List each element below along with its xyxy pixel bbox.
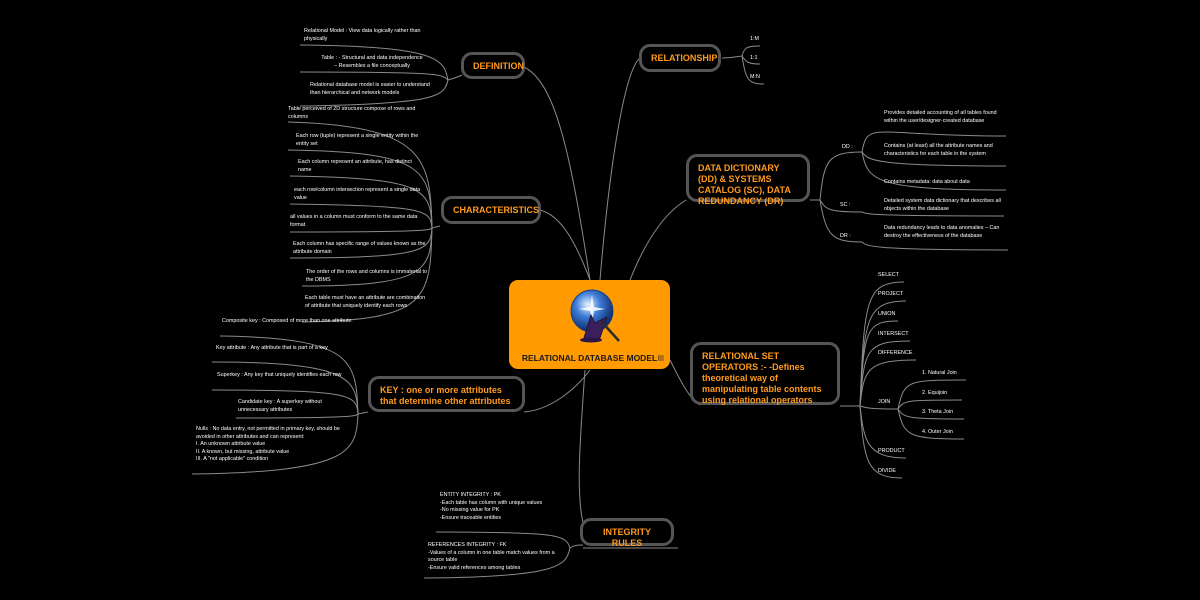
set-op-item[interactable]: DIFFERENCE <box>878 350 913 356</box>
set-op-item[interactable]: INTERSECT <box>878 331 909 337</box>
note-icon[interactable]: ▤ <box>657 355 664 362</box>
topic-characteristics[interactable]: CHARACTERISTICS <box>441 196 541 224</box>
set-op-item[interactable]: UNION <box>878 311 896 317</box>
sc-label: SC : <box>840 202 851 208</box>
set-op-item[interactable]: SELECT <box>878 272 899 278</box>
characteristics-item[interactable]: Each column has specific range of values… <box>293 241 426 255</box>
topic-definition[interactable]: DEFINITION <box>461 52 525 79</box>
key-item[interactable]: Superkey : Any key that uniquely identif… <box>217 372 342 378</box>
topic-key[interactable]: KEY : one or more attributes that determ… <box>368 376 525 412</box>
integrity-item[interactable]: REFERENCES INTEGRITY : FK -Values of a c… <box>428 542 555 571</box>
integrity-item[interactable]: ENTITY INTEGRITY : PK -Each table has co… <box>440 492 543 521</box>
dr-label: DR : <box>840 233 851 239</box>
characteristics-item[interactable]: all values in a column must conform to t… <box>290 214 418 228</box>
characteristics-item[interactable]: Table perceived of 2D structure compose … <box>288 106 416 120</box>
join-item[interactable]: 2. Equijoin <box>922 390 948 396</box>
root-title: RELATIONAL DATABASE MODEL <box>521 353 658 363</box>
dd-item[interactable]: Contains (at least) all the attribute na… <box>884 143 993 157</box>
definition-item[interactable]: Relational database model is easier to u… <box>310 82 430 96</box>
sc-item[interactable]: Detailed system data dictionary that des… <box>884 198 1001 212</box>
characteristics-item[interactable]: Each column represent an attribute, has … <box>298 159 412 173</box>
join-item[interactable]: 1. Natural Join <box>922 370 957 376</box>
characteristics-item[interactable]: each row/column intersection represent a… <box>294 187 421 201</box>
key-item[interactable]: Composite key : Composed of more than on… <box>222 318 352 324</box>
topic-integrity-rules[interactable]: INTEGRITY RULES <box>580 518 674 548</box>
relationship-item[interactable]: 1:1 <box>750 55 758 61</box>
topic-data-dictionary[interactable]: DATA DICTIONARY (DD) & SYSTEMS CATALOG (… <box>686 154 810 206</box>
set-op-item[interactable]: DIVIDE <box>878 468 896 474</box>
root-topic[interactable]: RELATIONAL DATABASE MODEL ▤ <box>509 280 670 369</box>
key-item[interactable]: Candidate key : A superkey without unnec… <box>238 399 322 413</box>
relationship-item[interactable]: M:N <box>750 74 760 80</box>
characteristics-item[interactable]: The order of the rows and columns is imm… <box>306 269 428 283</box>
key-item[interactable]: Nulls : No data entry, not permitted in … <box>196 426 340 463</box>
set-op-item[interactable]: JOIN <box>878 399 891 405</box>
characteristics-item[interactable]: Each table must have an attribute are co… <box>305 295 426 309</box>
characteristics-item[interactable]: Each row (tuple) represent a single enti… <box>296 133 419 147</box>
set-op-item[interactable]: PROJECT <box>878 291 904 297</box>
key-item[interactable]: Key attribute : Any attribute that is pa… <box>216 345 328 351</box>
definition-item[interactable]: Table : - Structural and data independen… <box>321 55 423 69</box>
relationship-item[interactable]: 1:M <box>750 36 759 42</box>
wizard-hat-crystal-ball-icon <box>570 289 620 343</box>
definition-item[interactable]: Relational Model : View data logically r… <box>304 28 421 42</box>
dd-item[interactable]: Provides detailed accounting of all tabl… <box>884 110 997 124</box>
topic-relationship[interactable]: RELATIONSHIP <box>639 44 721 72</box>
dr-item[interactable]: Data redundancy leads to data anomalies … <box>884 225 1000 239</box>
set-op-item[interactable]: PRODUCT <box>878 448 905 454</box>
join-item[interactable]: 4. Outer Join <box>922 429 953 435</box>
topic-relational-set-operators[interactable]: RELATIONAL SET OPERATORS :- -Defines the… <box>690 342 840 405</box>
dd-item[interactable]: Contains metadata: data about data <box>884 179 970 185</box>
join-item[interactable]: 3. Theta Join <box>922 409 954 415</box>
dd-label: DD : <box>842 144 853 150</box>
